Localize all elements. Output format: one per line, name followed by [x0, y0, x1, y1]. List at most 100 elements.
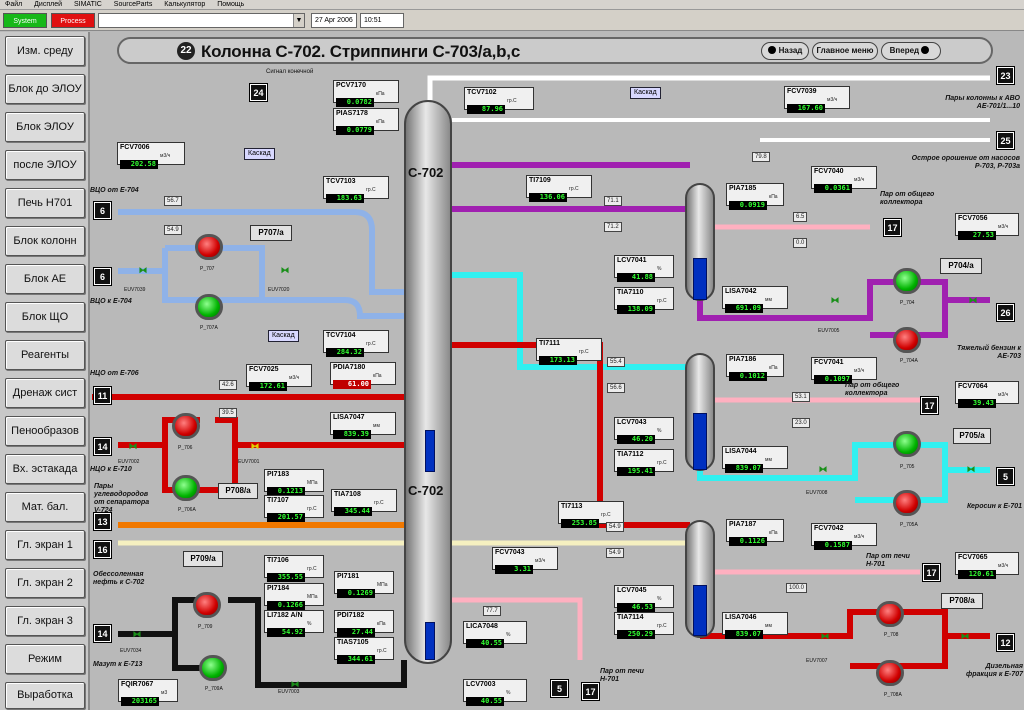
chevron-down-icon[interactable]: ▼	[293, 14, 304, 27]
pump-select-p708a[interactable]: P708/а	[941, 593, 983, 609]
valve-icon[interactable]: ⧓	[820, 631, 830, 641]
pump-select-p704a[interactable]: P704/а	[940, 258, 982, 274]
page-link-n14a[interactable]: 14	[93, 437, 112, 456]
pump-p705[interactable]	[893, 431, 921, 457]
valve-icon[interactable]: ⧓	[830, 295, 840, 305]
system-button[interactable]: System	[3, 13, 47, 28]
valve-icon[interactable]: ⧓	[818, 464, 828, 474]
cascade-mode-3[interactable]: Каскад	[268, 330, 299, 342]
sidebar-button[interactable]: Выработка	[5, 682, 85, 709]
menu-calculator[interactable]: Калькулятор	[164, 1, 206, 8]
pump-p709[interactable]	[193, 592, 221, 618]
pump-p705a[interactable]	[893, 490, 921, 516]
page-link-n16[interactable]: 16	[93, 540, 112, 559]
page-link-n14b[interactable]: 14	[93, 624, 112, 643]
page-link-n25[interactable]: 25	[996, 131, 1015, 150]
menu-help[interactable]: Помощь	[217, 1, 245, 8]
pump-p704a[interactable]	[893, 327, 921, 353]
sidebar-button[interactable]: Вх. эстакада	[5, 454, 85, 484]
page-link-n23[interactable]: 23	[996, 66, 1015, 85]
sidebar-button[interactable]: Блок ЭЛОУ	[5, 112, 85, 142]
cascade-mode-2[interactable]: Каскад	[630, 87, 661, 99]
sidebar-button[interactable]: Реагенты	[5, 340, 85, 370]
page-link-n17b[interactable]: 17	[920, 396, 939, 415]
page-link-n17d[interactable]: 17	[581, 682, 600, 701]
sidebar-button[interactable]: Печь Н701	[5, 188, 85, 218]
menu-display[interactable]: Дисплей	[34, 1, 63, 8]
sidebar-button[interactable]: Мат. бал.	[5, 492, 85, 522]
page-link-n5[interactable]: 5	[996, 467, 1015, 486]
sidebar-button[interactable]: Изм. среду	[5, 36, 85, 66]
pump-p706a[interactable]	[172, 475, 200, 501]
main-menu-button[interactable]: Главное меню	[812, 42, 878, 60]
menu-simatic[interactable]: SIMATIC	[73, 1, 102, 8]
page-link-n17c[interactable]: 17	[922, 563, 941, 582]
valve-icon[interactable]: ⧓	[250, 441, 260, 451]
page-link-n11[interactable]: 11	[93, 386, 112, 405]
page-link-n24[interactable]: 24	[249, 83, 268, 102]
pump-p707[interactable]	[195, 234, 223, 260]
pump-p704[interactable]	[893, 268, 921, 294]
pump-p706[interactable]	[172, 413, 200, 439]
sidebar-button[interactable]: Блок ЩО	[5, 302, 85, 332]
pump-select-p707a[interactable]: P707/а	[250, 225, 292, 241]
picture-select[interactable]: ▼	[98, 13, 305, 28]
valve-icon[interactable]: ⧓	[290, 679, 300, 689]
sidebar-button[interactable]: Режим	[5, 644, 85, 674]
sidebar-button[interactable]: Блок колонн	[5, 226, 85, 256]
page-link-n6b[interactable]: 6	[93, 267, 112, 286]
pump-select-p709a[interactable]: P709/а	[183, 551, 223, 567]
sidebar-button[interactable]: Блок до ЭЛОУ	[5, 74, 85, 104]
valve-icon[interactable]: ⧓	[968, 295, 978, 305]
pump-select-p706a[interactable]: P708/а	[218, 483, 258, 499]
pump-p708[interactable]	[876, 601, 904, 627]
back-button[interactable]: Назад	[761, 42, 809, 60]
sidebar-button[interactable]: Гл. экран 1	[5, 530, 85, 560]
valve-icon[interactable]: ⧓	[280, 265, 290, 275]
forward-button[interactable]: Вперед	[881, 42, 941, 60]
process-button[interactable]: Process	[51, 13, 95, 28]
pump-p708a[interactable]	[876, 660, 904, 686]
sidebar-button[interactable]: Дренаж сист	[5, 378, 85, 408]
page-link-n13[interactable]: 13	[93, 512, 112, 531]
valve-icon[interactable]: ⧓	[966, 464, 976, 474]
page-link-n17a[interactable]: 17	[883, 218, 902, 237]
page-link-n12[interactable]: 12	[996, 633, 1015, 652]
cascade-mode-1[interactable]: Каскад	[244, 148, 275, 160]
valve-icon[interactable]: ⧓	[128, 441, 138, 451]
valve-icon[interactable]: ⧓	[132, 629, 142, 639]
pump-p709a[interactable]	[199, 655, 227, 681]
